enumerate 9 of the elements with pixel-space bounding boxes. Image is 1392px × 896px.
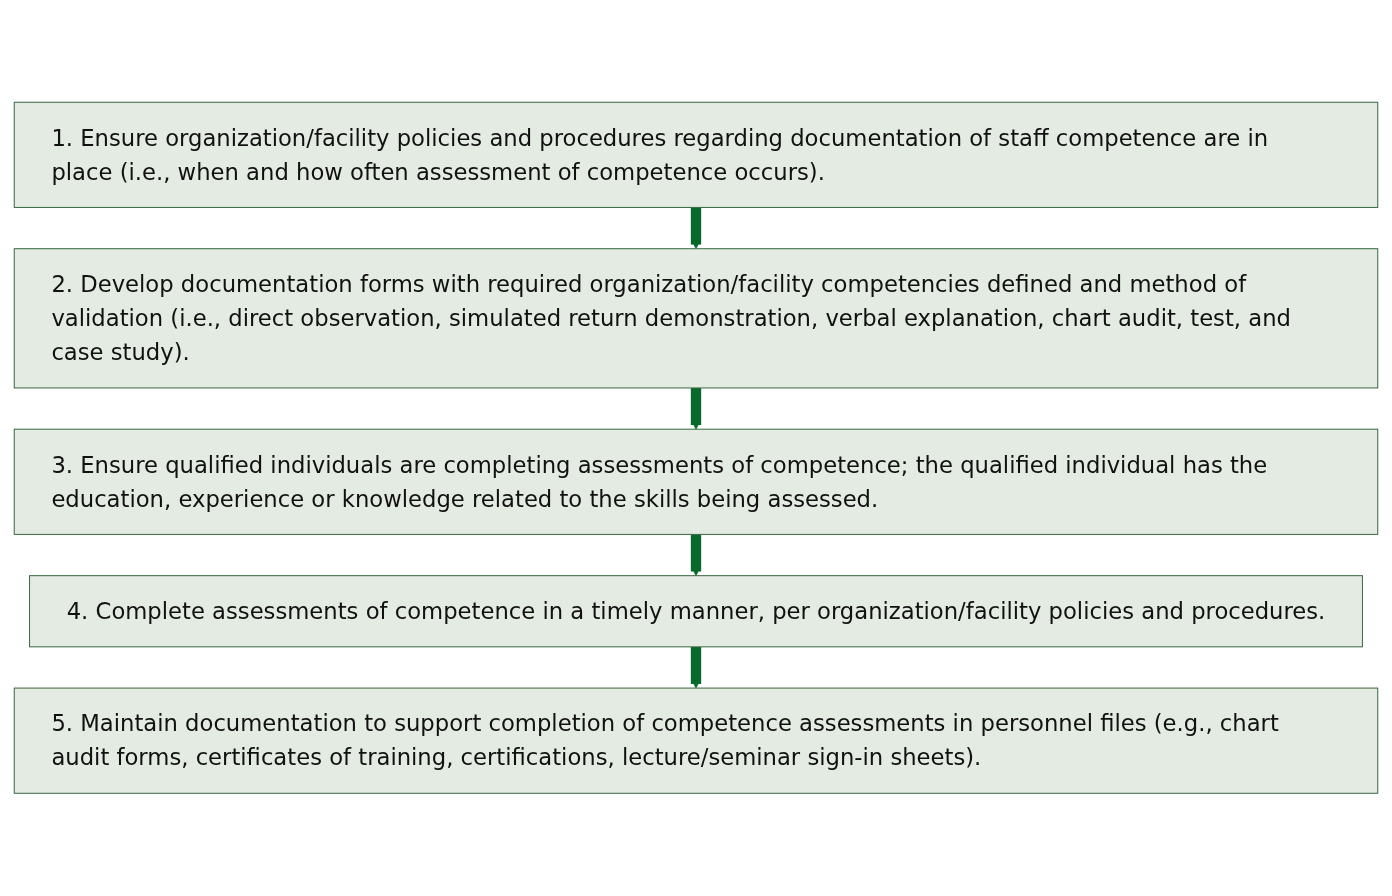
- node-box: 2. Develop documentation forms with required organization/facility competencies defined and method of validation (i.e., direct observation, simulated return demonstration, verbal explanation, chart audit, test, and case study).: [13, 248, 1379, 389]
- node-box: 3. Ensure qualified individuals are completing assessments of competence; the qualified individual has the education, experience or knowledge related to the skills being assessed.: [13, 428, 1379, 536]
- node-box: 1. Ensure organization/facility policies and procedures regarding documentation of staff competence are in place (i.e., when and how often assessment of competence occurs).: [13, 101, 1379, 209]
- node-box: 5. Maintain documentation to support completion of competence assessments in personnel files (e.g., chart audit forms, certificates of training, certifications, lecture/seminar sign-in sheets).: [13, 687, 1379, 795]
- node-box: 4. Complete assessments of competence in a timely manner, per organization/facility policies and procedures.: [29, 575, 1363, 648]
- arrow: [690, 388, 702, 430]
- arrow: [690, 534, 702, 577]
- arrow: [690, 647, 702, 689]
- arrow: [690, 207, 702, 250]
